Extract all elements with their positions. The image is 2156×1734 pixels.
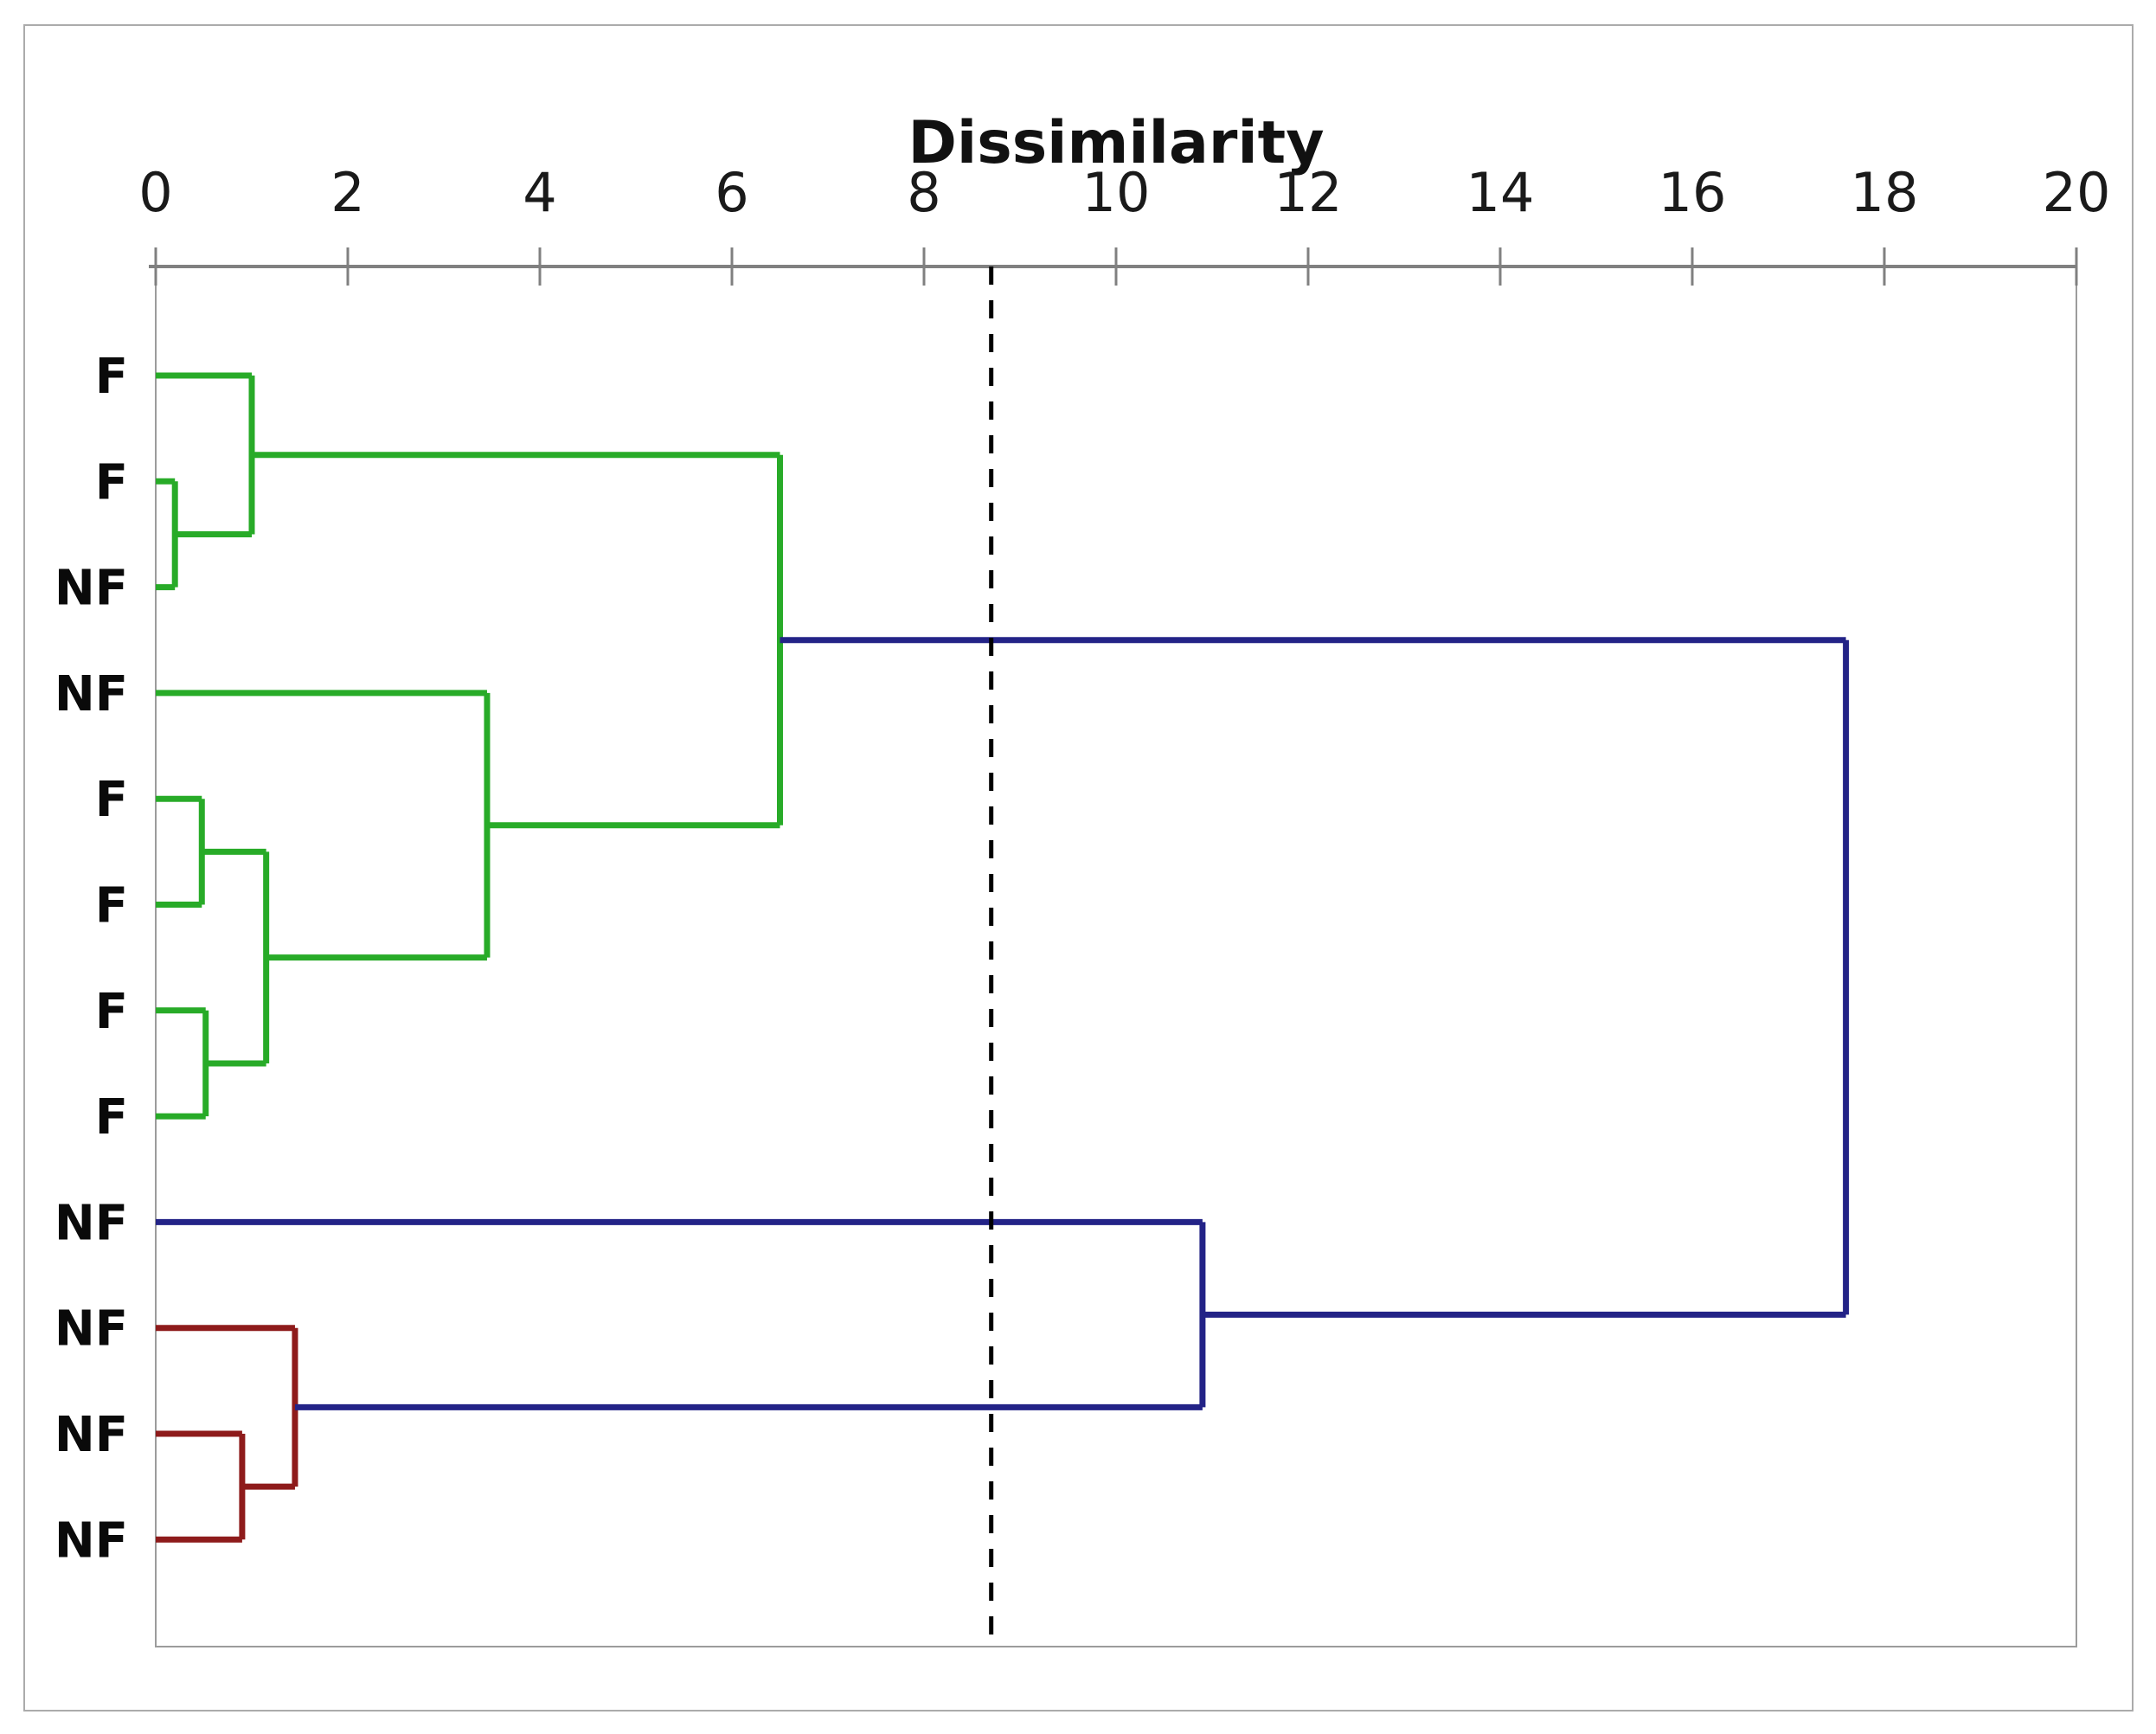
leaf-label: F [95, 772, 128, 828]
leaf-label: F [95, 878, 128, 934]
leaf-label: F [95, 349, 128, 405]
leaf-label: NF [55, 1407, 128, 1463]
axis-tick-label: 6 [715, 161, 748, 224]
figure-border [23, 24, 2134, 1712]
leaf-label: NF [55, 1195, 128, 1251]
axis-tick-label: 14 [1466, 161, 1535, 224]
leaf-label: F [95, 454, 128, 511]
chart-title: Dissimilarity [908, 109, 1324, 177]
axis-tick-label: 20 [2043, 161, 2111, 224]
leaf-label: NF [55, 1512, 128, 1569]
axis-tick-label: 4 [523, 161, 556, 224]
leaf-label: NF [55, 1301, 128, 1358]
axis-tick-label: 2 [330, 161, 364, 224]
leaf-label: NF [55, 561, 128, 617]
axis-tick-label: 0 [138, 161, 172, 224]
axis-tick-label: 10 [1082, 161, 1151, 224]
axis-tick-label: 16 [1659, 161, 1727, 224]
leaf-label: NF [55, 666, 128, 722]
x-axis: 0 2 4 6 8 10 12 14 16 18 20 [138, 161, 2110, 286]
leaf-label: F [95, 984, 128, 1040]
axis-tick-label: 8 [907, 161, 940, 224]
axis-tick-label: 12 [1274, 161, 1343, 224]
axis-tick-label: 18 [1851, 161, 1919, 224]
dendrogram-branches [156, 372, 1850, 1543]
leaf-label: F [95, 1089, 128, 1146]
